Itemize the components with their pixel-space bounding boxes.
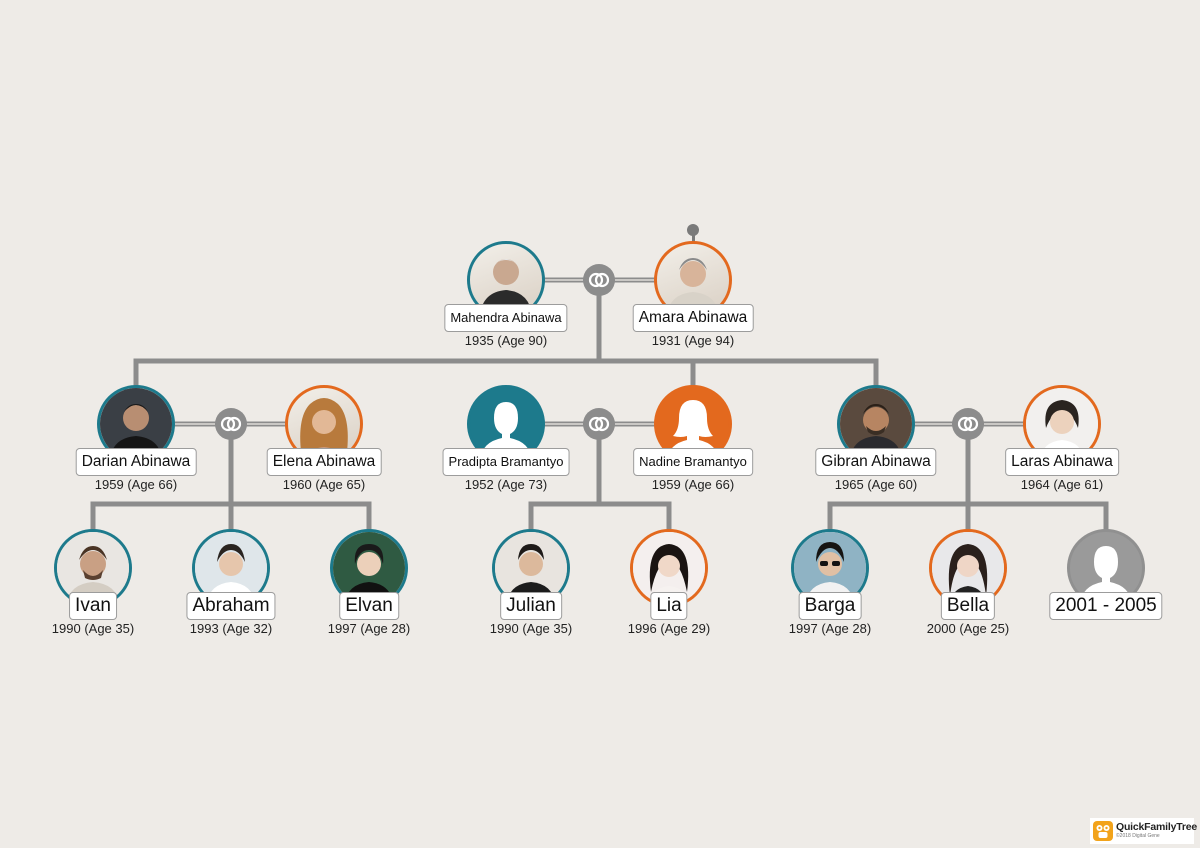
person-dates: 1993 (Age 32): [189, 621, 273, 636]
person-name[interactable]: Abraham: [186, 592, 276, 620]
person-name[interactable]: Gibran Abinawa: [815, 448, 937, 476]
person-name[interactable]: Lia: [650, 592, 688, 620]
logo-subtitle: ©2018 Digital Gene: [1116, 833, 1160, 839]
person-name[interactable]: Pradipta Bramantyo: [442, 448, 570, 476]
marriage-link-icon[interactable]: [952, 408, 984, 440]
marriage-link-icon[interactable]: [215, 408, 247, 440]
person-dates: 1935 (Age 90): [464, 333, 548, 348]
person-dates: 1952 (Age 73): [464, 477, 548, 492]
person-dates: 1959 (Age 66): [651, 477, 735, 492]
person-name[interactable]: Ivan: [69, 592, 117, 620]
person-name[interactable]: Elvan: [339, 592, 399, 620]
parent-link-stem: [691, 232, 695, 244]
family-tree-logo-icon: [1093, 821, 1113, 841]
person-name[interactable]: Mahendra Abinawa: [444, 304, 568, 332]
person-dates: 1965 (Age 60): [834, 477, 918, 492]
person-name[interactable]: Elena Abinawa: [266, 448, 382, 476]
person-dates: 1959 (Age 66): [94, 477, 178, 492]
person-name[interactable]: Amara Abinawa: [632, 304, 754, 332]
person-dates: 1964 (Age 61): [1020, 477, 1104, 492]
person-name[interactable]: 2001 - 2005: [1049, 592, 1163, 620]
person-name[interactable]: Nadine Bramantyo: [633, 448, 753, 476]
person-name[interactable]: Julian: [500, 592, 562, 620]
person-dates: 2000 (Age 25): [926, 621, 1010, 636]
marriage-link-icon[interactable]: [583, 408, 615, 440]
person-dates: 1997 (Age 28): [327, 621, 411, 636]
person-dates: 1990 (Age 35): [489, 621, 573, 636]
person-name[interactable]: Barga: [798, 592, 862, 620]
person-dates: 1996 (Age 29): [627, 621, 711, 636]
person-name[interactable]: Bella: [940, 592, 996, 620]
marriage-link-icon[interactable]: [583, 264, 615, 296]
quickfamilytree-logo: QuickFamilyTree ©2018 Digital Gene: [1090, 818, 1198, 844]
person-name[interactable]: Darian Abinawa: [75, 448, 197, 476]
logo-title: QuickFamilyTree: [1116, 821, 1198, 833]
add-parent-handle[interactable]: [687, 224, 699, 236]
person-dates: 1931 (Age 94): [651, 333, 735, 348]
person-dates: 1990 (Age 35): [51, 621, 135, 636]
person-name[interactable]: Laras Abinawa: [1005, 448, 1119, 476]
person-dates: 1960 (Age 65): [282, 477, 366, 492]
person-dates: 1997 (Age 28): [788, 621, 872, 636]
